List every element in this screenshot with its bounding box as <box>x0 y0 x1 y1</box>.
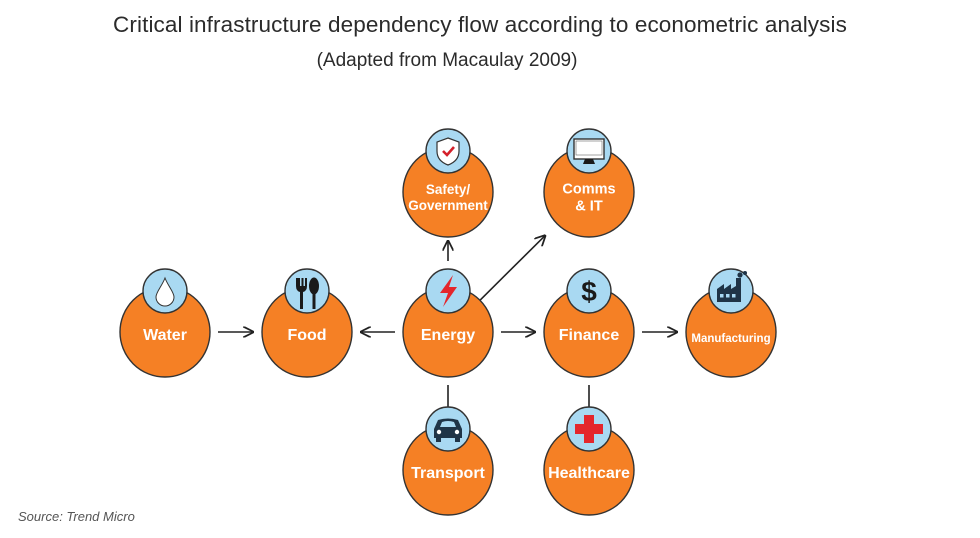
nodes-layer: Water Food Energy $ Finance Manufacturing Safe… <box>119 128 777 516</box>
node-energy: Energy <box>402 268 494 378</box>
medical-cross-icon <box>575 415 603 443</box>
node-icon-badge <box>566 268 612 314</box>
node-label: Safety/ <box>426 182 471 197</box>
factory-icon <box>717 271 747 302</box>
node-food: Food <box>261 268 353 378</box>
node-label: Food <box>287 327 326 344</box>
source-note: Source: Trend Micro <box>18 509 135 524</box>
car-icon <box>434 418 462 442</box>
svg-text:$: $ <box>581 276 597 307</box>
node-manufacturing: Manufacturing <box>685 268 777 378</box>
node-label: Finance <box>559 327 620 344</box>
node-label: Energy <box>421 327 475 344</box>
fork-spoon-icon <box>296 277 319 309</box>
node-comms: Comms& IT <box>543 128 635 238</box>
node-water: Water <box>119 268 211 378</box>
node-label: Healthcare <box>548 465 630 482</box>
dollar-icon: $ <box>581 276 597 307</box>
node-healthcare: Healthcare <box>543 406 635 516</box>
page-title: Critical infrastructure dependency flow … <box>113 12 847 37</box>
node-label: Government <box>408 198 488 213</box>
edge-energy-to-comms <box>477 236 545 303</box>
shield-check-icon <box>436 137 460 166</box>
node-label: & IT <box>575 198 603 214</box>
node-label: Water <box>143 327 187 344</box>
node-icon-badge <box>284 268 330 314</box>
node-finance: $ Finance <box>543 268 635 378</box>
node-transport: Transport <box>402 406 494 516</box>
page-subtitle: (Adapted from Macaulay 2009) <box>316 50 578 71</box>
water-drop-icon <box>155 276 175 307</box>
node-label: Manufacturing <box>691 333 770 345</box>
node-label: Transport <box>411 465 485 482</box>
monitor-icon <box>573 138 605 164</box>
node-label: Comms <box>562 182 615 198</box>
node-safety: Safety/Government <box>402 128 494 238</box>
lightning-bolt-icon <box>440 275 457 307</box>
